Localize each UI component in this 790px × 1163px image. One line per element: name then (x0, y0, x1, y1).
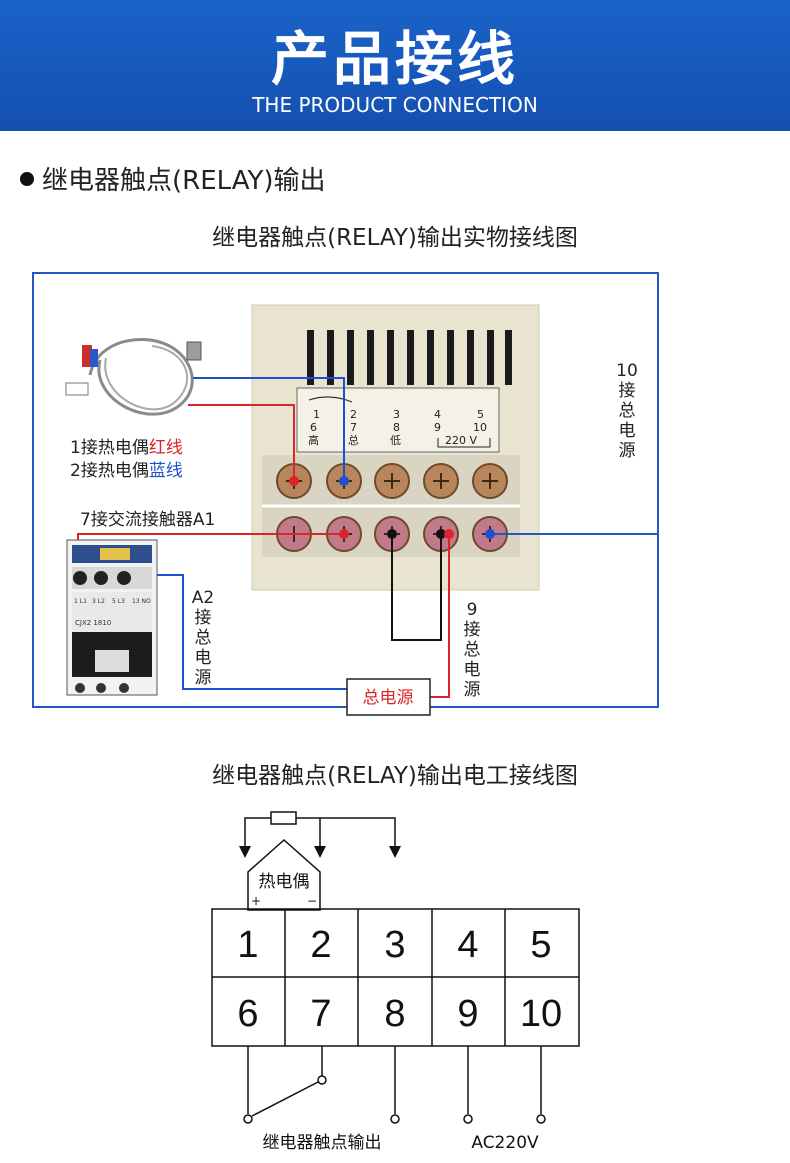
plate-num: 1 (313, 408, 320, 421)
contactor-terminal: 3 L2 (92, 598, 105, 605)
relay-output-label: 继电器触点输出 (263, 1133, 382, 1153)
t10-label-line: 10 (616, 361, 638, 381)
t9-label-line: 9 (467, 600, 478, 620)
t9-label-line: 源 (464, 680, 481, 700)
label-blue-word: 蓝线 (149, 461, 183, 481)
terminal-number: 8 (384, 993, 405, 1035)
down-arrow-icon (389, 846, 401, 858)
terminal-number: 6 (237, 993, 258, 1035)
plate-numbers: 1 2 3 4 5 6 7 8 9 10 高 总 低 220 V (308, 408, 487, 447)
power-box-label: 总电源 (363, 688, 414, 708)
arrow-line (244, 817, 271, 848)
contactor-terminal: 13 NO (132, 598, 151, 605)
thermocouple-label-1: 1接热电偶红线 (70, 438, 183, 458)
terminal-label-plate (296, 387, 500, 453)
plate-num: 3 (393, 408, 400, 421)
diagram-frame (32, 272, 659, 708)
section-heading-text: 继电器触点(RELAY)输出 (42, 166, 326, 196)
terminal-number: 9 (457, 993, 478, 1035)
terminal-number: 7 (310, 993, 331, 1035)
down-arrow-icon (314, 846, 326, 858)
plate-num: 5 (477, 408, 484, 421)
jumper-t8-t9 (391, 534, 442, 641)
plate-num: 6 (310, 421, 317, 434)
section-heading: 继电器触点(RELAY)输出 (20, 160, 326, 197)
label-prefix: 2接热电偶 (70, 461, 149, 481)
t10-label-line: 源 (619, 441, 636, 461)
power-box (346, 678, 431, 716)
t9-label-line: 接 (464, 620, 481, 640)
thermocouple-label-2: 2接热电偶蓝线 (70, 461, 183, 481)
blue-wire-t2 (193, 377, 345, 481)
a2-label-line: 总 (195, 628, 212, 648)
t9-label-line: 电 (464, 660, 481, 680)
header-banner: 产品接线 THE PRODUCT CONNECTION (0, 0, 790, 131)
minus-label: − (307, 894, 317, 908)
plate-label-low: 低 (390, 434, 401, 447)
t10-label-line: 总 (619, 401, 636, 421)
resistor-symbol (270, 811, 297, 825)
plate-arrow (308, 396, 353, 403)
label-red-word: 红线 (149, 438, 183, 458)
plate-label-high: 高 (308, 433, 319, 447)
contactor-label: 7接交流接触器A1 (80, 510, 215, 530)
plate-num: 4 (434, 408, 441, 421)
terminal-number: 1 (237, 924, 258, 966)
a2-label: A2 接 总 电 源 (192, 588, 214, 688)
terminal-number: 5 (530, 924, 551, 966)
a2-label-line: 源 (195, 668, 212, 688)
t9-label-line: 总 (464, 640, 481, 660)
ac-contactor: 1 L1 3 L2 5 L3 13 NO CJX2 1810 (66, 539, 158, 696)
t10-label: 10 接 总 电 源 (616, 361, 638, 461)
banner-title: 产品接线 (270, 25, 519, 93)
schematic-caption: 继电器触点(RELAY)输出电工接线图 (212, 763, 578, 789)
blue-wire-a2 (145, 574, 347, 690)
t9-label: 9 接 总 电 源 (464, 600, 481, 700)
a2-label-line: A2 (192, 588, 214, 608)
a2-label-line: 接 (195, 608, 212, 628)
red-wire-t9 (430, 534, 450, 698)
arrow-line (296, 817, 396, 848)
label-prefix: 1接热电偶 (70, 438, 149, 458)
terminal-number: 3 (384, 924, 405, 966)
vent-slots (307, 330, 512, 385)
photo-diagram-caption: 继电器触点(RELAY)输出实物接线图 (212, 225, 578, 251)
down-arrow-icon (239, 846, 251, 858)
thermocouple-label: 热电偶 (259, 872, 310, 892)
contactor-terminal: 1 L1 (74, 598, 87, 605)
bullet-icon (20, 171, 34, 186)
plate-label-total: 总 (348, 433, 359, 447)
contactor-model: CJX2 1810 (75, 619, 111, 627)
t10-label-line: 电 (619, 421, 636, 441)
terminal-numbers: 1 2 3 4 5 6 7 8 9 10 (237, 924, 562, 1035)
plate-num: 9 (434, 421, 441, 434)
terminal-number: 2 (310, 924, 331, 966)
terminal-endpoints (243, 1075, 546, 1124)
a2-label-line: 电 (195, 648, 212, 668)
red-wire-t1 (188, 404, 295, 481)
terminal-number: 10 (520, 993, 562, 1035)
plate-num: 8 (393, 421, 400, 434)
plate-num: 10 (473, 421, 487, 434)
arrowheads (239, 846, 401, 858)
t10-label-line: 接 (619, 381, 636, 401)
contactor-terminal: 5 L3 (112, 598, 125, 605)
plate-voltage: 220 V (445, 434, 477, 447)
banner-subtitle: THE PRODUCT CONNECTION (252, 93, 538, 117)
plate-num: 7 (350, 421, 357, 434)
ac220v-label: AC220V (471, 1133, 539, 1153)
thermocouple-probe (65, 338, 202, 416)
plate-num: 2 (350, 408, 357, 421)
terminal-number: 4 (457, 924, 478, 966)
thermocouple-symbol (247, 838, 321, 911)
plus-label: + (251, 894, 261, 908)
